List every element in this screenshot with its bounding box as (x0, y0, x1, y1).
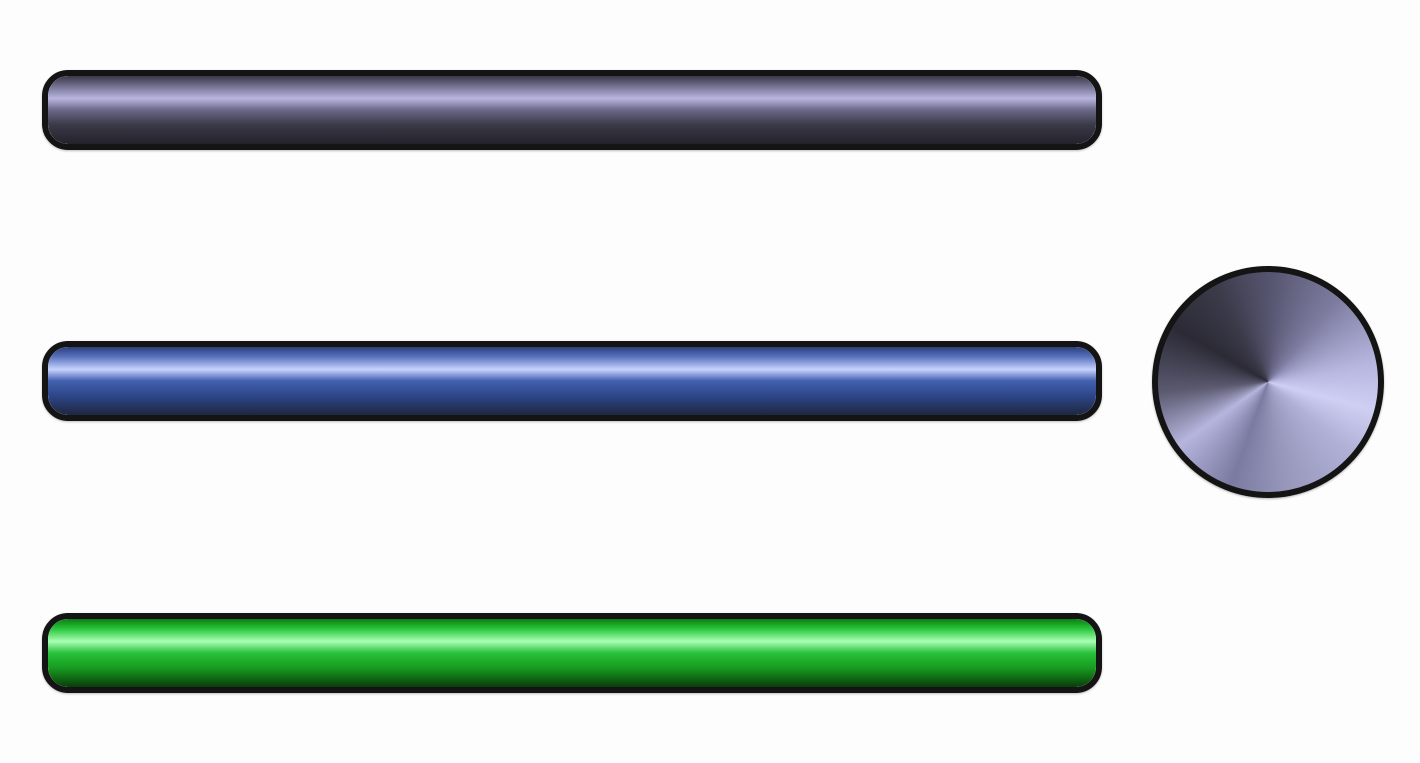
metallic-knob-icon[interactable] (1152, 266, 1384, 498)
slate-scrollbar-sheen (48, 76, 1096, 144)
blue-scrollbar-track[interactable] (42, 341, 1102, 421)
blue-scrollbar-sheen (48, 347, 1096, 415)
slate-scrollbar-track[interactable] (42, 70, 1102, 150)
green-scrollbar-sheen (48, 619, 1096, 687)
green-scrollbar-track[interactable] (42, 613, 1102, 693)
